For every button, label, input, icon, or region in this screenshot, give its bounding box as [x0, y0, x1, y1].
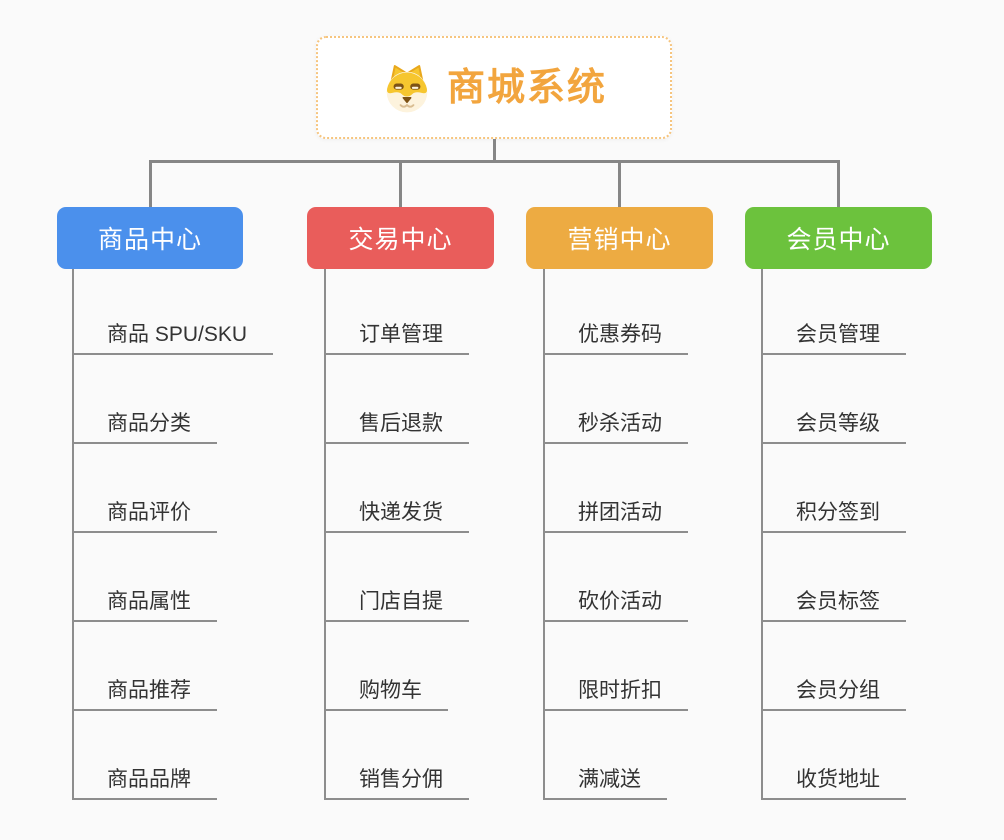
- root-node[interactable]: 商城系统: [316, 36, 672, 139]
- drop-line-members: [837, 160, 840, 207]
- branch-column-marketing: 优惠券码 秒杀活动 拼团活动 砍价活动 限时折扣 满减送: [543, 269, 688, 800]
- leaf-node[interactable]: 商品 SPU/SKU: [74, 317, 274, 355]
- branch-node-member-center[interactable]: 会员中心: [745, 207, 932, 269]
- leaf-node[interactable]: 门店自提: [326, 584, 469, 622]
- root-stem-line: [493, 139, 496, 163]
- leaf-node[interactable]: 购物车: [326, 673, 448, 711]
- leaf-node[interactable]: 商品推荐: [74, 673, 217, 711]
- leaf-node[interactable]: 砍价活动: [545, 584, 688, 622]
- branch-node-marketing-center[interactable]: 营销中心: [526, 207, 713, 269]
- leaf-node[interactable]: 会员等级: [763, 406, 906, 444]
- leaf-node[interactable]: 限时折扣: [545, 673, 688, 711]
- leaf-node[interactable]: 积分签到: [763, 495, 906, 533]
- leaf-node[interactable]: 商品评价: [74, 495, 217, 533]
- drop-line-trade: [399, 160, 402, 207]
- drop-line-marketing: [618, 160, 621, 207]
- leaf-node[interactable]: 会员标签: [763, 584, 906, 622]
- leaf-node[interactable]: 商品属性: [74, 584, 217, 622]
- leaf-node[interactable]: 秒杀活动: [545, 406, 688, 444]
- leaf-node[interactable]: 销售分佣: [326, 762, 469, 800]
- leaf-node[interactable]: 优惠券码: [545, 317, 688, 355]
- root-title: 商城系统: [446, 66, 607, 109]
- leaf-node[interactable]: 商品品牌: [74, 762, 217, 800]
- leaf-node[interactable]: 拼团活动: [545, 495, 688, 533]
- leaf-node[interactable]: 满减送: [545, 762, 667, 800]
- leaf-node[interactable]: 订单管理: [326, 317, 469, 355]
- branch-column-trade: 订单管理 售后退款 快递发货 门店自提 购物车 销售分佣: [324, 269, 469, 800]
- leaf-node[interactable]: 售后退款: [326, 406, 469, 444]
- branch-bus-line: [149, 160, 840, 163]
- branch-column-member: 会员管理 会员等级 积分签到 会员标签 会员分组 收货地址: [761, 269, 906, 800]
- branch-node-product-center[interactable]: 商品中心: [57, 207, 243, 269]
- branch-node-trade-center[interactable]: 交易中心: [307, 207, 494, 269]
- leaf-node[interactable]: 收货地址: [763, 762, 906, 800]
- leaf-node[interactable]: 商品分类: [74, 406, 217, 444]
- leaf-node[interactable]: 会员分组: [763, 673, 906, 711]
- leaf-node[interactable]: 会员管理: [763, 317, 906, 355]
- dog-face-icon: [381, 62, 433, 114]
- leaf-node[interactable]: 快递发货: [326, 495, 469, 533]
- branch-column-product: 商品 SPU/SKU 商品分类 商品评价 商品属性 商品推荐 商品品牌: [72, 269, 274, 800]
- drop-line-products: [149, 160, 152, 207]
